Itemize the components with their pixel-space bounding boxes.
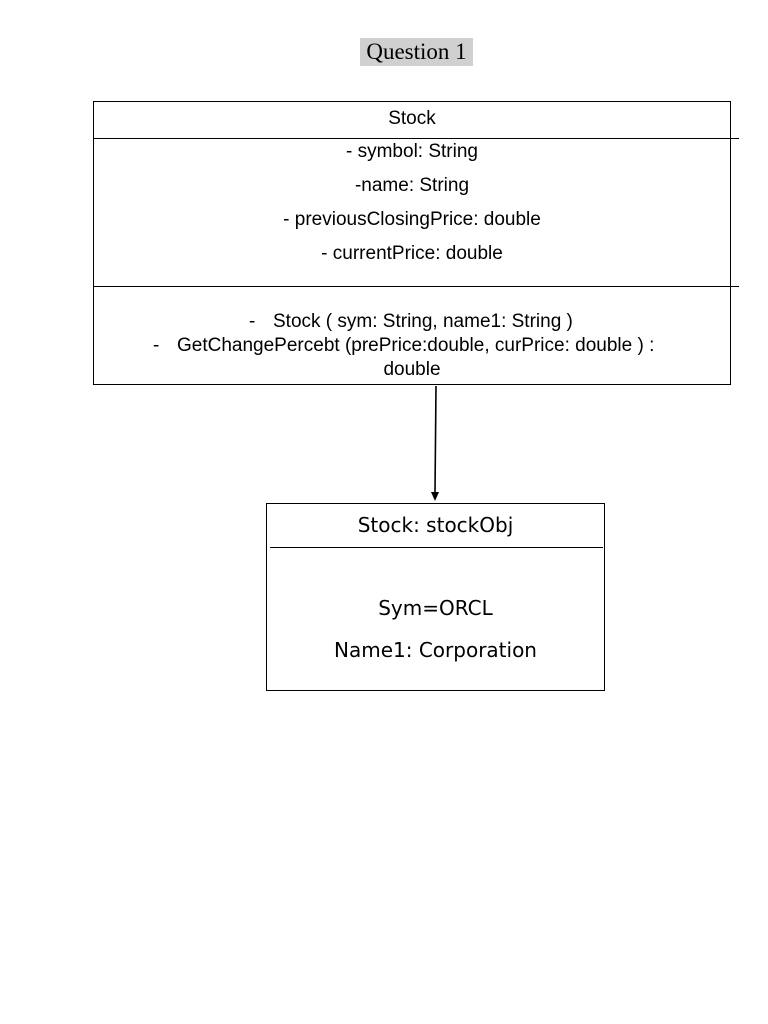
object-value-sym: Sym=ORCL — [378, 596, 493, 620]
object-name-divider — [270, 547, 603, 548]
class-name-divider — [94, 138, 739, 139]
method-get-change-percent: GetChangePercebt (prePrice:double, curPr… — [177, 335, 655, 356]
object-value-name1: Name1: Corporation — [334, 638, 537, 662]
method-bullet: - — [153, 335, 160, 356]
class-name: Stock — [388, 108, 436, 129]
method-bullet: - — [249, 311, 256, 332]
attribute-name: -name: String — [354, 175, 470, 196]
page-title: Question 1 — [360, 38, 473, 66]
attribute-previous-closing-price: - previousClosingPrice: double — [283, 209, 541, 230]
arrow-head-icon — [431, 492, 439, 501]
method-constructor: Stock ( sym: String, name1: String ) — [273, 311, 573, 332]
attributes-divider — [94, 286, 739, 287]
object-box-stock-obj: Stock: stockObj Sym=ORCL Name1: Corporat… — [266, 503, 605, 691]
object-name: Stock: stockObj — [357, 513, 514, 537]
attribute-current-price: - currentPrice: double — [321, 243, 503, 264]
class-box-stock: Stock - symbol: String -name: String - p… — [93, 101, 739, 385]
method-return-type: double — [383, 359, 441, 380]
attribute-symbol: - symbol: String — [346, 141, 478, 162]
